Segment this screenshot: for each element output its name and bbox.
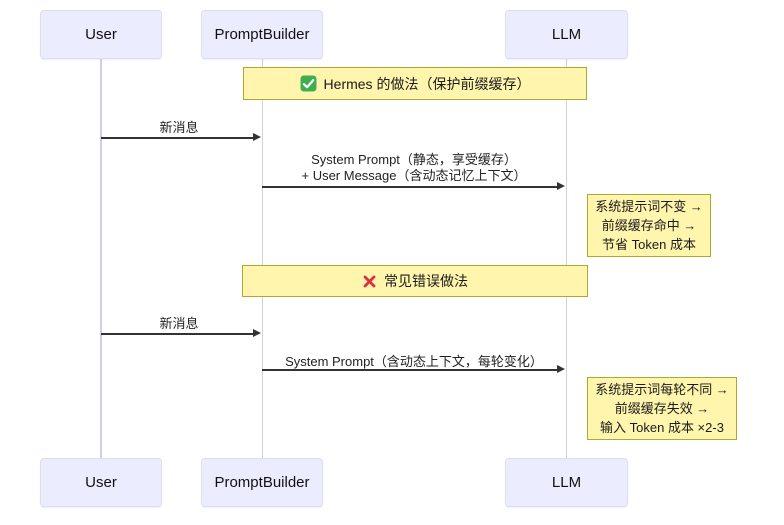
good-note-line1: 系统提示词不变 → [595, 199, 703, 214]
note-good-flow-title: Hermes 的做法（保护前缀缓存） [243, 67, 587, 100]
actor-llm-bottom: LLM [505, 458, 628, 507]
actor-user-bottom: User [40, 458, 162, 507]
good-note-line2: 前缀缓存命中 → [601, 218, 697, 233]
actor-promptbuilder-label-bottom: PromptBuilder [214, 474, 310, 491]
lifeline-user [100, 59, 102, 458]
good-msg-prompt-line [262, 186, 557, 188]
actor-user-top: User [40, 10, 162, 59]
good-msg-prompt-line2: + User Message（含动态记忆上下文） [301, 168, 527, 183]
note-bad-flow-title: 常见错误做法 [242, 265, 588, 297]
actor-llm-label: LLM [551, 26, 582, 43]
good-msg-prompt-label: System Prompt（静态，享受缓存） + User Message（含动… [262, 152, 566, 184]
good-msg-new-message-line [100, 137, 254, 139]
bad-msg-new-message-label: 新消息 [159, 316, 199, 331]
bad-note-line3: 输入 Token 成本 ×2-3 [600, 420, 724, 435]
check-mark-icon [300, 75, 317, 92]
actor-promptbuilder-top: PromptBuilder [201, 10, 323, 59]
good-note-line3: 节省 Token 成本 [602, 237, 696, 252]
good-msg-new-message-arrowhead-icon [253, 133, 261, 142]
bad-flow-title-text: 常见错误做法 [384, 273, 468, 289]
note-bad-flow-result: 系统提示词每轮不同 → 前缀缓存失效 → 输入 Token 成本 ×2-3 [587, 377, 737, 440]
good-msg-prompt-line1: System Prompt（静态，享受缓存） [311, 152, 517, 167]
lifeline-llm [565, 59, 568, 458]
bad-msg-new-message-line [100, 333, 254, 335]
bad-note-line2: 前缀缓存失效 → [614, 401, 710, 416]
bad-note-line1: 系统提示词每轮不同 → [595, 382, 729, 397]
good-msg-prompt-arrowhead-icon [557, 182, 565, 191]
actor-user-label: User [85, 26, 117, 43]
bad-msg-prompt-arrowhead-icon [557, 365, 565, 374]
good-msg-new-message-label: 新消息 [159, 120, 199, 135]
actor-user-label-bottom: User [85, 474, 117, 491]
lifeline-promptbuilder [261, 59, 264, 458]
bad-msg-prompt-line [262, 369, 557, 371]
bad-msg-prompt-label: System Prompt（含动态上下文，每轮变化） [285, 354, 543, 369]
actor-llm-top: LLM [505, 10, 628, 59]
bad-msg-new-message-arrowhead-icon [253, 329, 261, 338]
note-good-flow-result: 系统提示词不变 → 前缀缓存命中 → 节省 Token 成本 [587, 194, 711, 257]
actor-promptbuilder-label: PromptBuilder [214, 26, 310, 43]
good-flow-title-text: Hermes 的做法（保护前缀缓存） [323, 75, 531, 92]
actor-promptbuilder-bottom: PromptBuilder [201, 458, 323, 507]
actor-llm-label-bottom: LLM [551, 474, 582, 491]
cross-mark-icon [362, 274, 377, 289]
